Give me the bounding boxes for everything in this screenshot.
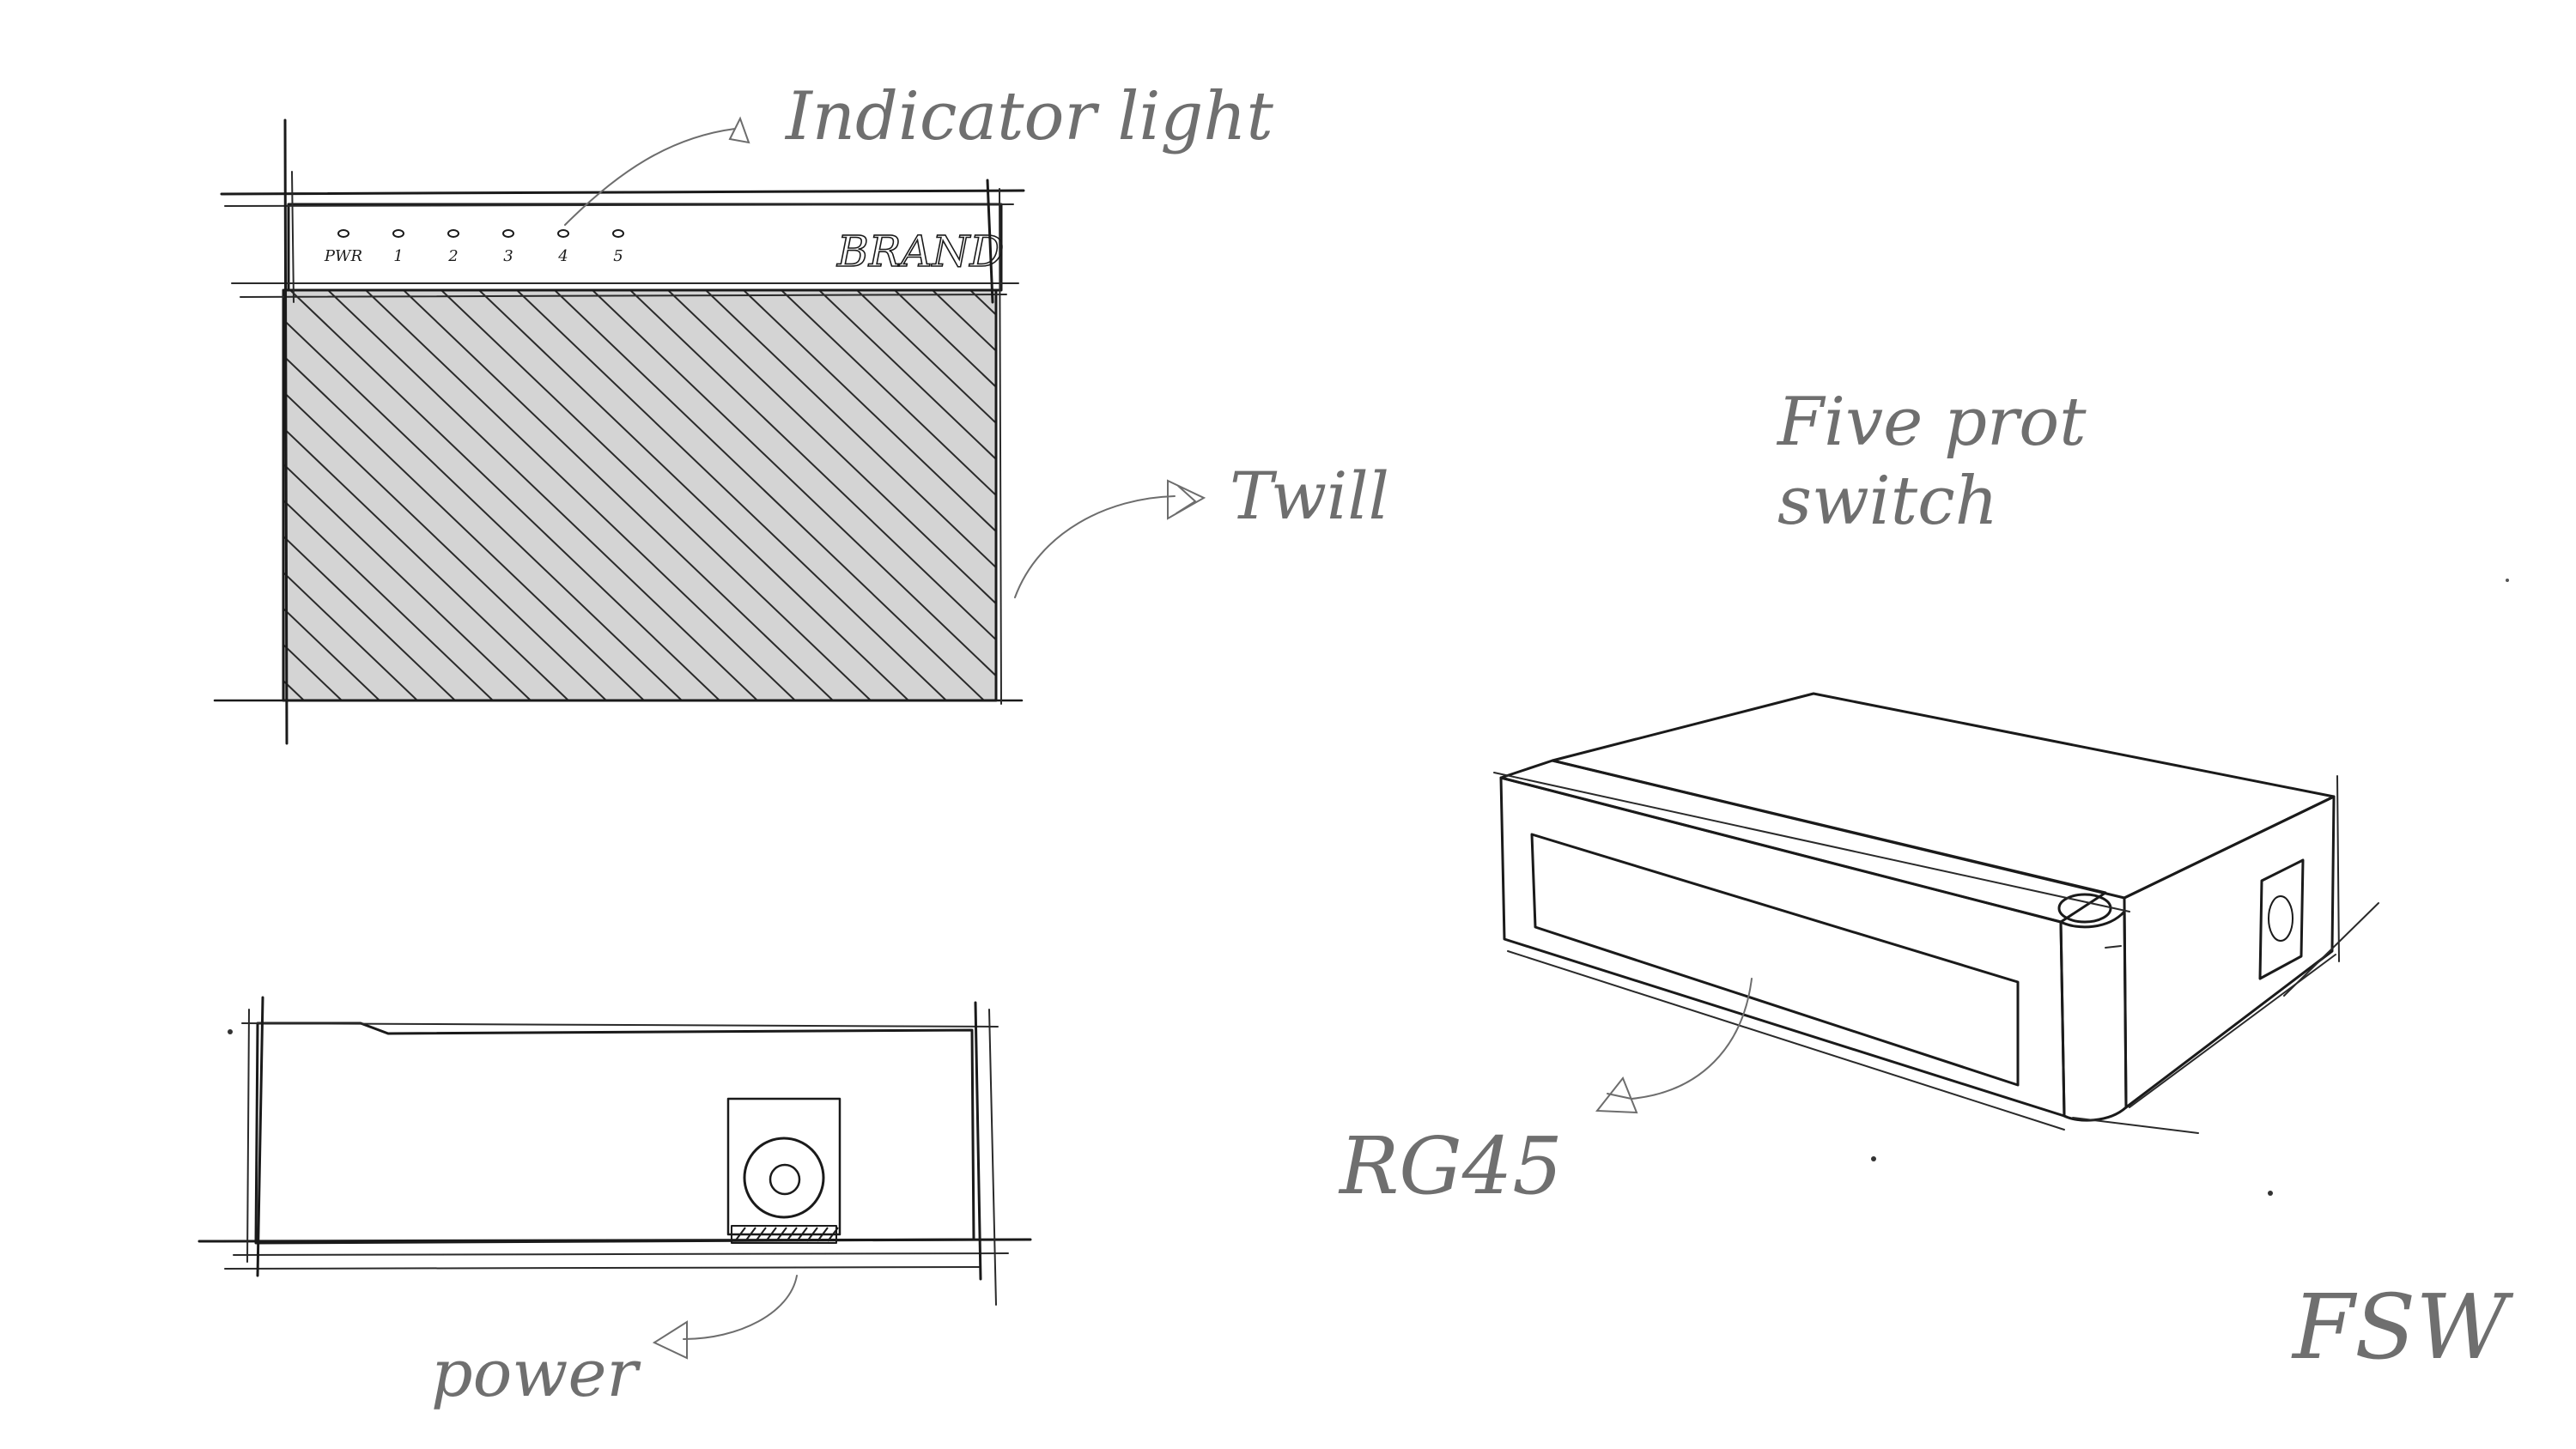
title-line-1: Five prot [1776,384,2087,461]
perspective-view-drawing: RG45 [1338,579,2509,1212]
signature: FSW [2291,1275,2513,1379]
side-panel [254,1022,975,1245]
power-jack-housing [726,1097,841,1236]
twill-annotation: Twill [1230,458,1389,534]
top-view-drawing: PWR 1 2 3 4 5 BRAND Indicator light Twill [213,78,1389,745]
power-jack-base-hatching [734,1227,839,1242]
indicator-label-2: 2 [447,247,458,265]
twill-hatching [283,290,996,700]
power-annotation: power [431,1335,641,1411]
indicator-led-1 [392,229,404,238]
side-power-jack [2258,858,2305,980]
rj45-annotation: RG45 [1338,1120,1563,1212]
title-line-2: switch [1777,463,1998,540]
indicator-light-row: PWR 1 2 3 4 5 [324,229,624,265]
switch-front-face [1499,776,2066,1118]
indicator-label-1: 1 [393,247,403,265]
indicator-label-5: 5 [613,247,623,265]
indicator-led-pwr [337,229,349,238]
twill-surface [283,290,996,700]
indicator-led-2 [447,229,459,238]
indicator-label-4: 4 [557,247,568,265]
power-jack [743,1137,825,1219]
indicator-led-5 [612,229,624,238]
brand-label: BRAND [836,227,1004,276]
switch-front-bezel [1499,759,2107,924]
indicator-led-4 [557,229,569,238]
indicator-label-pwr: PWR [324,247,362,265]
indicator-label-3: 3 [503,247,513,265]
rj45-port-window [1530,833,2020,1087]
side-view-drawing: power [197,996,1032,1411]
indicator-led-3 [502,229,514,238]
indicator-light-annotation: Indicator light [784,78,1274,155]
switch-top-surface [1551,692,2336,900]
